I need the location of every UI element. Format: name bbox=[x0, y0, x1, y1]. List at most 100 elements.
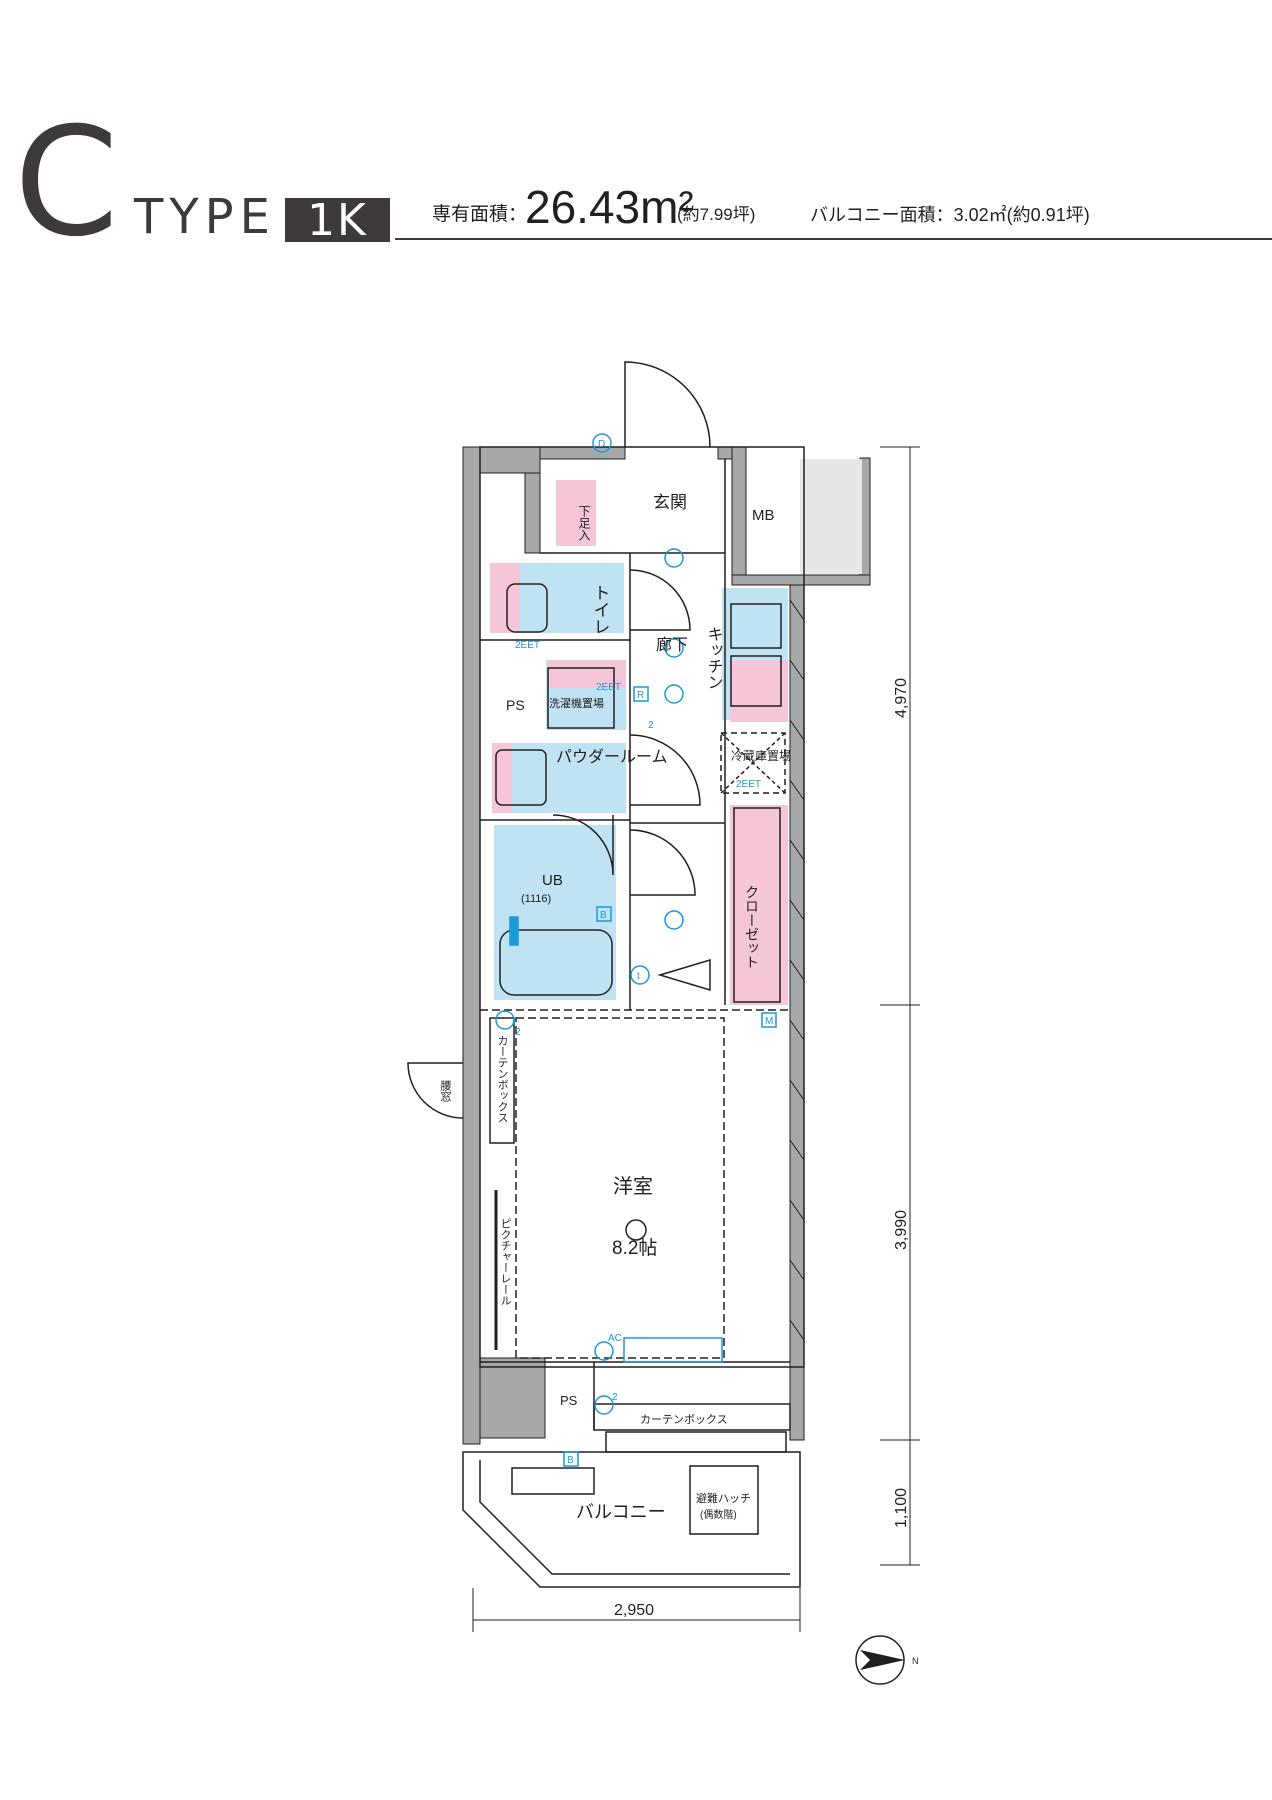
west-wall bbox=[462, 446, 481, 1445]
t-symbol: t bbox=[637, 971, 640, 982]
east-wall-hatch bbox=[789, 599, 805, 1341]
shoebox-label: 下足入 bbox=[577, 505, 591, 541]
dimension-lines bbox=[472, 446, 920, 1632]
walls bbox=[462, 446, 871, 1445]
western-room-label: 洋室 bbox=[613, 1175, 653, 1198]
page-header: C TYPE 1K 専有面積： 26.43m² (約7.99坪) バルコニー面積… bbox=[0, 0, 1272, 260]
ub-door[interactable] bbox=[552, 814, 614, 876]
r-box-icon bbox=[633, 686, 649, 702]
area-label: 専有面積： bbox=[432, 204, 528, 225]
fridge-label: 冷蔵庫置場 bbox=[731, 749, 791, 763]
m-symbol: M bbox=[765, 1016, 773, 1027]
balcony-area: バルコニー面積：3.02㎡(約0.91坪) bbox=[810, 205, 1090, 225]
light-icon-hall-a bbox=[664, 638, 684, 658]
two-symbol-c: 2 bbox=[612, 1392, 618, 1403]
balcony-inner bbox=[479, 1460, 790, 1575]
room-inner-dash bbox=[515, 1017, 725, 1359]
two-symbol-a: 2 bbox=[648, 720, 654, 731]
outlet-icon-room bbox=[495, 1010, 515, 1030]
unit-outline bbox=[479, 446, 805, 1368]
ps-lower-label: PS bbox=[560, 1393, 578, 1408]
entry-door[interactable] bbox=[624, 361, 711, 448]
eet-toilet-symbol: 2EET bbox=[515, 640, 540, 651]
toilet-bowl bbox=[506, 583, 548, 633]
dim-upper: 4,970 bbox=[893, 678, 910, 718]
ub-size-label: (1116) bbox=[521, 893, 551, 905]
mb-label: MB bbox=[752, 507, 775, 524]
kitchen-storage bbox=[730, 660, 788, 722]
area-value: 26.43m² bbox=[525, 181, 694, 233]
doors bbox=[407, 361, 711, 1119]
powder-area bbox=[492, 743, 626, 813]
compass-north-label: N bbox=[912, 1656, 919, 1666]
ps-lower-wall bbox=[479, 1357, 546, 1439]
balcony-label: バルコニー bbox=[576, 1502, 666, 1522]
hatch-label: 避難ハッチ bbox=[696, 1491, 751, 1505]
closet-label: クローゼット bbox=[744, 885, 760, 969]
b-balcony-symbol: B bbox=[567, 1455, 574, 1466]
western-room-size: 8.2帖 bbox=[612, 1237, 657, 1259]
mb-wall-left bbox=[731, 446, 747, 576]
b-box-icon bbox=[596, 906, 612, 922]
toilet-label: トイレ bbox=[591, 584, 610, 635]
closet-outline bbox=[733, 807, 781, 1003]
north-arrow-icon bbox=[860, 1650, 905, 1670]
evac-hatch[interactable] bbox=[689, 1465, 759, 1535]
electrical-symbols bbox=[495, 433, 777, 1467]
light-icon-hall-b bbox=[664, 684, 684, 704]
vanity-basin bbox=[495, 749, 547, 806]
bathtub bbox=[499, 929, 613, 996]
kitchen-sink bbox=[730, 655, 782, 707]
room-door[interactable] bbox=[629, 829, 696, 896]
ac-indoor-unit bbox=[623, 1337, 723, 1363]
mb-wall-bottom bbox=[731, 574, 871, 586]
eet-washer-symbol: 2EET bbox=[596, 682, 621, 693]
storage-areas bbox=[490, 480, 788, 1005]
stove-top bbox=[730, 603, 782, 649]
type-letter: C bbox=[14, 96, 119, 270]
compass bbox=[855, 1635, 905, 1685]
outlet-icon-ps bbox=[594, 1395, 614, 1415]
m-box-icon bbox=[761, 1012, 777, 1028]
dim-lower: 1,100 bbox=[893, 1488, 910, 1528]
toilet-storage bbox=[490, 563, 520, 633]
b-ub-symbol: B bbox=[600, 910, 607, 921]
dim-middle: 3,990 bbox=[893, 1210, 910, 1250]
curtain-box-side-rect bbox=[489, 1017, 515, 1144]
d-symbol: D bbox=[598, 439, 605, 450]
north-wall-mid bbox=[539, 446, 626, 460]
powder-storage bbox=[492, 743, 512, 813]
ub-label: UB bbox=[542, 872, 563, 889]
closet-fill bbox=[730, 805, 788, 1005]
ac-symbol: AC bbox=[608, 1333, 622, 1344]
area-tsubo: (約7.99坪) bbox=[677, 205, 756, 224]
mb-shade bbox=[800, 459, 862, 574]
balcony-edge bbox=[462, 1451, 801, 1588]
room-type-badge: 1K bbox=[285, 198, 390, 244]
light-icon-entrance bbox=[664, 548, 684, 568]
symbol-labels: D R M B B t AC 2 2 2 2EET 2EET 2EET bbox=[515, 439, 773, 1466]
fridge-cross-b bbox=[720, 732, 786, 794]
powder-room-label: パウダールーム bbox=[556, 748, 668, 766]
shoebox-fill bbox=[556, 480, 596, 546]
entrance-label: 玄関 bbox=[653, 493, 687, 512]
waist-window[interactable] bbox=[407, 1062, 464, 1119]
fridge-space bbox=[720, 732, 786, 794]
shoebox-wall bbox=[524, 472, 541, 554]
outlet-icon-ac bbox=[594, 1341, 614, 1361]
ac-outdoor-unit bbox=[511, 1467, 595, 1495]
light-icon-hall-c bbox=[664, 910, 684, 930]
north-wall-left bbox=[479, 446, 541, 474]
ub-area bbox=[494, 825, 616, 1000]
powder-door[interactable] bbox=[629, 734, 701, 806]
header-rule bbox=[395, 238, 1272, 240]
stair-triangle bbox=[657, 958, 711, 992]
thermostat-icon bbox=[630, 965, 650, 985]
doorbell-icon bbox=[592, 433, 612, 453]
dim-width: 2,950 bbox=[614, 1602, 654, 1619]
toilet-door[interactable] bbox=[629, 569, 691, 631]
kitchen-label: キッチン bbox=[705, 626, 723, 690]
eet-fridge-symbol: 2EET bbox=[736, 779, 761, 790]
r-symbol: R bbox=[637, 690, 644, 701]
